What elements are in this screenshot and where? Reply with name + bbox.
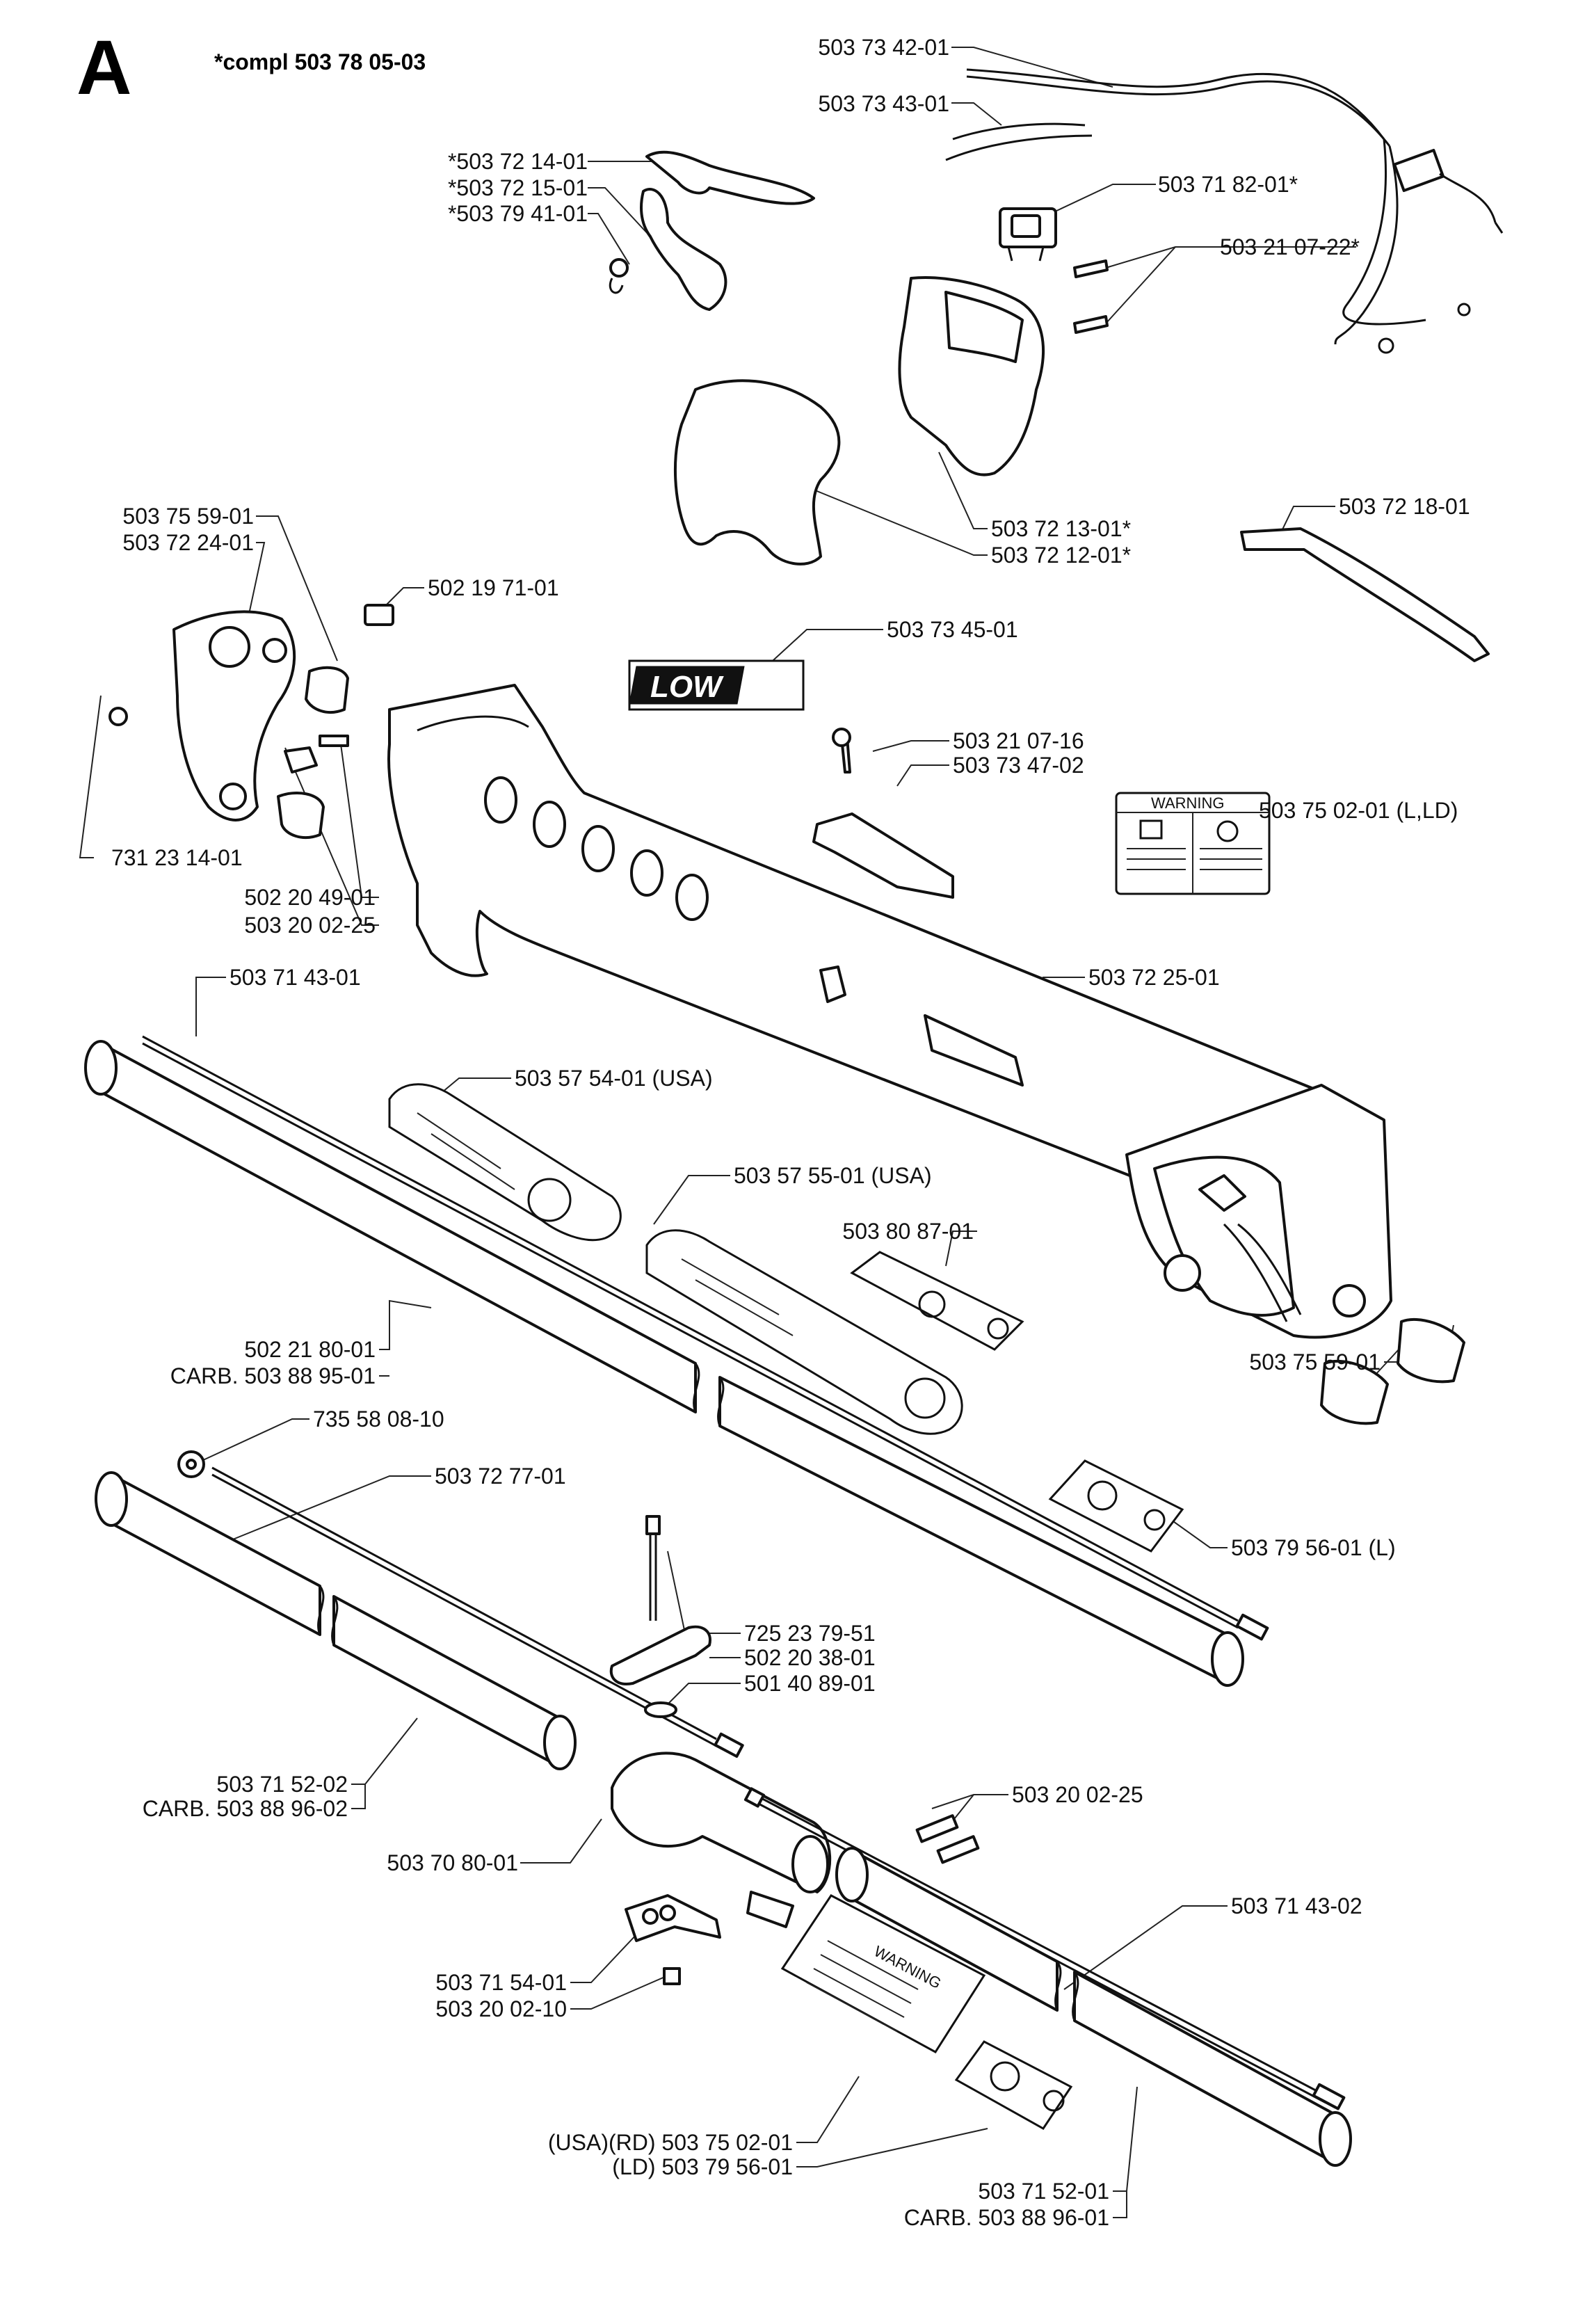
label-stop-switch: 503 71 82-01* [1158,172,1298,197]
upper-tube-part [84,1040,1244,1687]
handle-strip-part [1240,527,1490,662]
lower-drive-shaft-part [211,1466,744,1758]
section-letter: A [77,25,131,111]
hanger-bracket-part [625,1894,721,1985]
label-warning-decal-usa-rd: (USA)(RD) 503 75 02-01 [548,2130,793,2155]
callout-labels: 503 73 42-01 503 73 43-01 *503 72 14-01 … [111,35,1470,2230]
label-bracket-screw: 503 20 02-25 [244,913,376,938]
label-bumper-pad-right: 503 75 59-01 [1249,1349,1381,1375]
label-hanger-screw: 503 20 02-10 [435,1996,567,2021]
coupling-part [611,1752,832,1928]
label-lower-tube-left-carb: CARB. 503 88 96-02 [143,1796,348,1821]
label-coupling-bolt: 725 23 79-51 [744,1621,876,1646]
label-brand-decal: 503 73 45-01 [887,617,1018,642]
warning-decal-small: WARNING [1115,792,1271,895]
label-throttle-lever: *503 72 15-01 [448,175,588,200]
handle-screws [1073,259,1109,334]
label-bumper-pad-left: 503 75 59-01 [122,504,254,529]
label-symbol-decal: 503 80 87-01 [842,1219,974,1244]
label-lower-tube-right: 503 71 52-01 [978,2179,1109,2204]
label-lower-tube-right-carb: CARB. 503 88 96-01 [904,2205,1109,2230]
wire-harness [945,68,1504,354]
label-hanger-bracket: 503 71 54-01 [435,1970,567,1995]
stop-switch-part [999,207,1057,262]
label-handle-left-half: 503 72 12-01* [991,543,1131,568]
coupling-screws-part [915,1814,980,1864]
usa-decal-2-part [645,1229,963,1435]
warning-decal-small-text: WARNING [1151,794,1225,812]
brand-decal-part: LOW [628,659,805,711]
label-lower-tube-left: 503 71 52-02 [216,1772,348,1797]
label-handle-right-half: 503 72 13-01* [991,516,1131,541]
label-upper-drive-shaft: 503 71 43-01 [230,965,361,990]
upper-drive-shaft-part [142,1035,1269,1641]
label-usa-decal-1: 503 57 54-01 (USA) [515,1066,713,1091]
assembly-note: *compl 503 78 05-03 [214,49,426,74]
label-handle-strip: 503 72 18-01 [1339,494,1470,519]
label-washer: 735 58 08-10 [313,1407,444,1432]
label-trigger-spring: *503 79 41-01 [448,201,588,226]
warning-decal-large: WARNING [780,1894,986,2053]
label-coupling: 503 70 80-01 [387,1850,518,1875]
throttle-parts [609,150,815,311]
symbol-decal-ld-part [954,2040,1073,2130]
label-symbol-decal-L: 503 79 56-01 (L) [1231,1535,1396,1560]
label-wing-knob: 502 20 38-01 [744,1645,876,1670]
label-clamp-screw: 503 21 07-16 [953,728,1084,753]
symbol-decal-part [850,1251,1024,1351]
label-bracket-nut: 731 23 14-01 [111,845,243,870]
label-shaft-nut: 502 19 71-01 [428,575,559,600]
symbol-decal-L-part [1048,1459,1184,1553]
label-warning-decal-L-LD: 503 75 02-01 (L,LD) [1259,798,1458,823]
label-usa-decal-2: 503 57 55-01 (USA) [734,1163,932,1188]
label-handle-screw: 503 21 07-22* [1220,234,1360,259]
shaft-nut-part [364,604,394,626]
brand-decal-text: LOW [650,670,724,704]
label-coupling-screw: 503 20 02-25 [1012,1782,1143,1807]
drive-housing [387,684,1392,1339]
label-wire-2: 503 73 43-01 [818,91,949,116]
bumper-bracket-part [108,610,349,839]
usa-decal-1-part [388,1083,622,1242]
cable-holder-part [812,728,954,899]
label-cover-tube: 503 72 25-01 [1088,965,1220,990]
label-wire-1: 503 73 42-01 [818,35,949,60]
label-upper-tube: 502 21 80-01 [244,1337,376,1362]
label-bracket-clip: 502 20 49-01 [244,885,376,910]
washer-part [177,1450,205,1478]
lower-tube-left-part [95,1471,577,1770]
label-throttle-trigger: *503 72 14-01 [448,149,588,174]
bumper-pads-right [1320,1317,1465,1425]
label-lower-drive-shaft-2: 503 71 43-02 [1231,1893,1362,1918]
label-cable-holder: 503 73 47-02 [953,753,1084,778]
handle-parts [673,276,1045,566]
label-lower-drive-shaft: 503 72 77-01 [435,1464,566,1489]
lower-tube-right-part [835,1847,1352,2167]
label-symbol-decal-ld: (LD) 503 79 56-01 [612,2154,793,2179]
label-bumper-bracket: 503 72 24-01 [122,530,254,555]
label-upper-tube-carb: CARB. 503 88 95-01 [170,1363,376,1388]
label-coupling-washer: 501 40 89-01 [744,1671,876,1696]
coupling-bolt-part [609,1515,711,1718]
